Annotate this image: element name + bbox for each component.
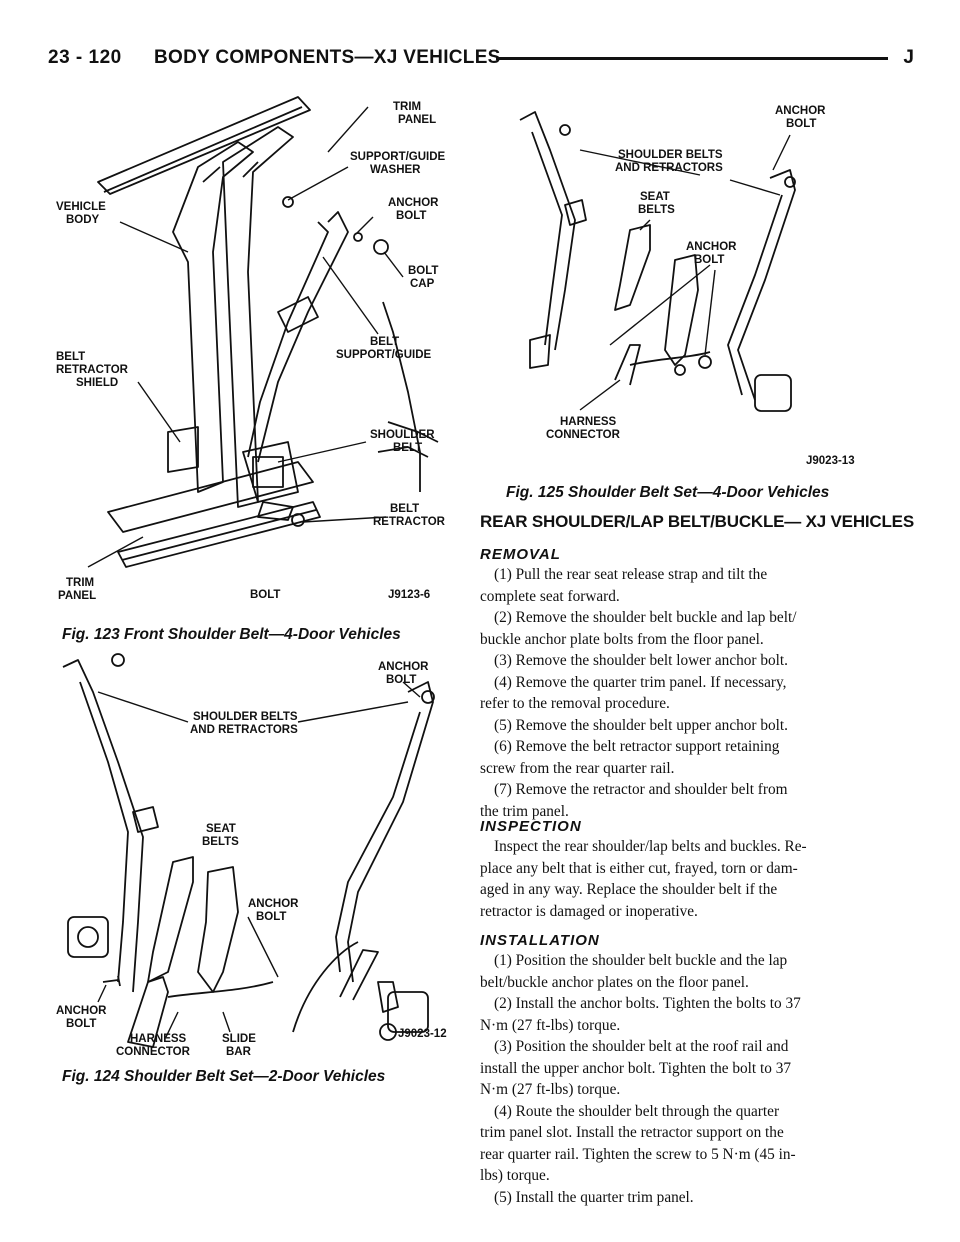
label-vehicle-body: VEHICLE xyxy=(56,201,106,213)
two-door-belt-set-illustration: ANCHOR BOLT SHOULDER BELTS AND RETRACTOR… xyxy=(56,653,447,1058)
label-belt-retractor: BELT xyxy=(390,503,419,515)
label-seat-belts: SEAT xyxy=(640,191,670,203)
text-line: buckle anchor plate bolts from the floor… xyxy=(480,630,764,648)
inspection-text: Inspect the rear shoulder/lap belts and … xyxy=(480,836,914,922)
figure-125-caption: Fig. 125 Shoulder Belt Set—4-Door Vehicl… xyxy=(506,484,830,501)
label-shoulder-belts: SHOULDER BELTS xyxy=(193,711,298,723)
page-header: 23 - 120 BODY COMPONENTS—XJ VEHICLES J xyxy=(48,44,914,74)
label-vehicle-body-2: BODY xyxy=(66,214,100,226)
label-shoulder-belts-2: AND RETRACTORS xyxy=(190,724,298,736)
text-line: rear quarter rail. Tighten the screw to … xyxy=(480,1145,796,1163)
section-heading: REAR SHOULDER/LAP BELT/BUCKLE— XJ VEHICL… xyxy=(480,512,914,531)
label-belt-retractor-shield: BELT xyxy=(56,351,85,363)
figure-124-caption: Fig. 124 Shoulder Belt Set—2-Door Vehicl… xyxy=(62,1068,386,1085)
label-harness-connector-2: CONNECTOR xyxy=(546,429,621,441)
text-line: (7) Remove the retractor and shoulder be… xyxy=(494,781,788,798)
label-harness-connector: HARNESS xyxy=(560,416,617,428)
label-belt-retractor-shield-2: RETRACTOR xyxy=(56,364,129,376)
header-rule xyxy=(496,57,888,60)
label-seat-belts-2: BELTS xyxy=(638,204,675,216)
label-anchor-bolt-mid-2: BOLT xyxy=(694,254,724,266)
label-harness-connector-2: CONNECTOR xyxy=(116,1046,191,1058)
page-number: 23 - 120 xyxy=(48,47,122,68)
label-anchor-bolt: ANCHOR xyxy=(388,197,439,209)
label-trim-panel-bottom-2: PANEL xyxy=(58,590,96,602)
label-anchor-bolt-mid: ANCHOR xyxy=(686,241,737,253)
text-line: complete seat forward. xyxy=(480,587,620,605)
figure-code: J9123-6 xyxy=(388,589,430,601)
header-letter: J xyxy=(903,47,914,68)
label-anchor-bolt-2: BOLT xyxy=(396,210,426,222)
text-line: (4) Remove the quarter trim panel. If ne… xyxy=(494,673,787,691)
label-belt-retractor-2: RETRACTOR xyxy=(373,516,446,528)
text-line: (1) Pull the rear seat release strap and… xyxy=(494,566,768,583)
label-bolt-cap-2: CAP xyxy=(410,278,435,290)
text-line: (5) Remove the shoulder belt upper ancho… xyxy=(494,716,788,734)
text-line: lbs) torque. xyxy=(480,1167,550,1184)
label-belt-support-guide-2: SUPPORT/GUIDE xyxy=(336,349,432,361)
label-anchor-bolt-left-2: BOLT xyxy=(66,1018,96,1030)
section-title: BODY COMPONENTS—XJ VEHICLES xyxy=(154,47,501,68)
text-line: (5) Install the quarter trim panel. xyxy=(494,1188,694,1206)
label-slide-bar-2: BAR xyxy=(226,1046,252,1058)
text-line: belt/buckle anchor plates on the floor p… xyxy=(480,973,749,991)
label-anchor-bolt-top-2: BOLT xyxy=(386,674,416,686)
figure-code: J9023-12 xyxy=(398,1028,447,1040)
label-trim-panel-top: TRIM xyxy=(393,101,421,113)
text-line: refer to the removal procedure. xyxy=(480,695,670,712)
figure-124: ANCHOR BOLT SHOULDER BELTS AND RETRACTOR… xyxy=(48,652,468,1062)
text-line: (2) Install the anchor bolts. Tighten th… xyxy=(494,995,801,1012)
label-seat-belts: SEAT xyxy=(206,823,236,835)
figure-125: ANCHOR BOLT SHOULDER BELTS AND RETRACTOR… xyxy=(490,90,914,474)
front-shoulder-belt-illustration: TRIM PANEL SUPPORT/GUIDE WASHER VEHICLE … xyxy=(56,96,446,602)
label-belt-retractor-shield-3: SHIELD xyxy=(76,377,118,389)
text-line: (3) Position the shoulder belt at the ro… xyxy=(494,1038,789,1055)
label-shoulder-belts-2: AND RETRACTORS xyxy=(615,162,723,174)
figure-code: J9023-13 xyxy=(806,455,855,467)
text-line: N·m (27 ft-lbs) torque. xyxy=(480,1081,621,1098)
text-line: aged in any way. Replace the shoulder be… xyxy=(480,881,778,898)
text-line: (1) Position the shoulder belt buckle an… xyxy=(494,952,788,969)
installation-text: (1) Position the shoulder belt buckle an… xyxy=(480,950,914,1208)
label-trim-panel-top-2: PANEL xyxy=(398,114,436,126)
inspection-heading: INSPECTION xyxy=(480,818,582,835)
label-anchor-bolt-mid-2: BOLT xyxy=(256,911,286,923)
label-support-guide-washer-2: WASHER xyxy=(370,164,421,176)
label-anchor-bolt-left: ANCHOR xyxy=(56,1005,107,1017)
four-door-belt-set-illustration: ANCHOR BOLT SHOULDER BELTS AND RETRACTOR… xyxy=(519,105,855,467)
text-line: screw from the rear quarter rail. xyxy=(480,759,675,777)
label-bolt: BOLT xyxy=(250,589,280,601)
text-line: trim panel slot. Install the retractor s… xyxy=(480,1124,784,1141)
label-shoulder-belts: SHOULDER BELTS xyxy=(618,149,723,161)
figure-123-caption: Fig. 123 Front Shoulder Belt—4-Door Vehi… xyxy=(62,626,401,643)
label-support-guide-washer: SUPPORT/GUIDE xyxy=(350,151,446,163)
removal-text: (1) Pull the rear seat release strap and… xyxy=(480,564,914,822)
text-line: (6) Remove the belt retractor support re… xyxy=(494,738,780,755)
removal-heading: REMOVAL xyxy=(480,546,561,563)
label-shoulder-belt: SHOULDER xyxy=(370,429,435,441)
text-line: install the upper anchor bolt. Tighten t… xyxy=(480,1059,792,1077)
text-line: retractor is damaged or inoperative. xyxy=(480,902,698,920)
label-slide-bar: SLIDE xyxy=(222,1033,256,1045)
figure-123: TRIM PANEL SUPPORT/GUIDE WASHER VEHICLE … xyxy=(48,82,468,622)
label-belt-support-guide: BELT xyxy=(370,336,399,348)
text-line: place any belt that is either cut, fraye… xyxy=(480,859,798,877)
label-anchor-bolt-mid: ANCHOR xyxy=(248,898,299,910)
label-shoulder-belt-2: BELT xyxy=(393,442,422,454)
label-anchor-bolt-top-2: BOLT xyxy=(786,118,816,130)
installation-heading: INSTALLATION xyxy=(480,932,600,949)
text-line: (3) Remove the shoulder belt lower ancho… xyxy=(494,652,788,669)
text-line: Inspect the rear shoulder/lap belts and … xyxy=(494,838,807,855)
label-anchor-bolt-top: ANCHOR xyxy=(378,661,429,673)
label-anchor-bolt-top: ANCHOR xyxy=(775,105,826,117)
text-line: (4) Route the shoulder belt through the … xyxy=(494,1102,780,1120)
text-line: the trim panel. xyxy=(480,802,569,820)
label-trim-panel-bottom: TRIM xyxy=(66,577,94,589)
label-bolt-cap: BOLT xyxy=(408,265,438,277)
label-seat-belts-2: BELTS xyxy=(202,836,239,848)
text-line: (2) Remove the shoulder belt buckle and … xyxy=(494,609,797,626)
text-line: N·m (27 ft-lbs) torque. xyxy=(480,1016,621,1034)
label-harness-connector: HARNESS xyxy=(130,1033,187,1045)
